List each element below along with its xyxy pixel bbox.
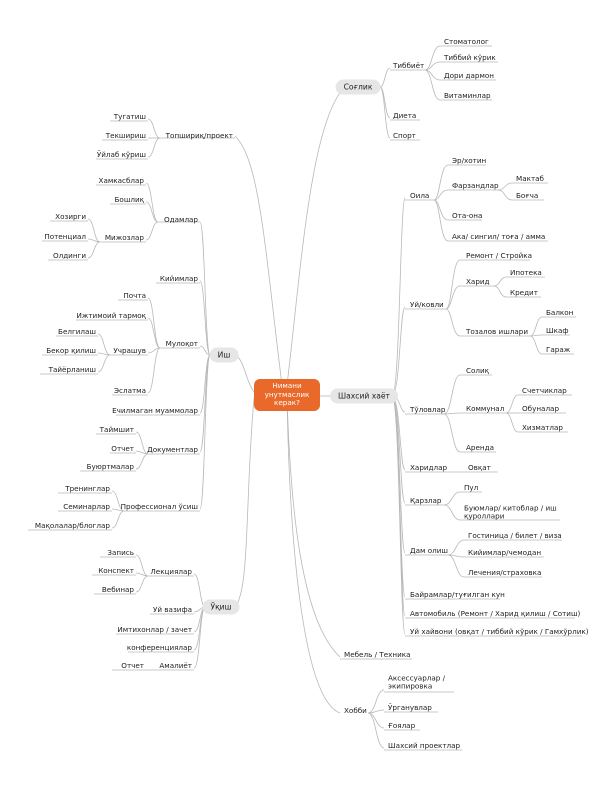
node-buyurtma[interactable]: Буюртмалар: [86, 461, 134, 471]
node-maqola[interactable]: Мақолалар/блоглар: [34, 520, 110, 530]
node-imtixon[interactable]: Имтихонлар / зачет: [117, 624, 192, 634]
node-urgashuvlar[interactable]: Ўрганувлар: [388, 702, 432, 712]
node-xamkasblar[interactable]: Хамкасблар: [98, 175, 144, 185]
node-bogcha[interactable]: Боғча: [516, 190, 539, 200]
node-belgilash[interactable]: Белгилаш: [58, 326, 96, 336]
node-odamlar[interactable]: Одамлар: [163, 214, 198, 224]
node-tekshirish[interactable]: Текшириш: [105, 130, 146, 140]
node-kiyim[interactable]: Кийимлар/чемодан: [468, 547, 542, 557]
node-aksessuar[interactable]: Аксессуарлар / экипировка: [388, 673, 446, 691]
link-center-mebel: [286, 394, 341, 658]
node-garaj[interactable]: Гараж: [546, 344, 571, 354]
node-dokument[interactable]: Документлар: [147, 444, 198, 454]
node-otaona[interactable]: Ота-она: [452, 210, 483, 220]
node-professional[interactable]: Профессионал ўсиш: [120, 501, 198, 511]
node-bayram[interactable]: Байрамлар/туғилган кун: [410, 589, 505, 599]
node-balkon[interactable]: Балкон: [546, 307, 574, 317]
node-mijozlar[interactable]: Мижозлар: [104, 232, 144, 242]
node-arenda[interactable]: Аренда: [466, 442, 494, 452]
node-potentsial[interactable]: Потенциал: [44, 231, 86, 241]
node-pul[interactable]: Пул: [464, 482, 479, 492]
node-erxotin[interactable]: Эр/хотин: [452, 155, 487, 165]
node-aka[interactable]: Ака/ сингил/ тоға / амма: [452, 231, 546, 241]
node-xaridlar[interactable]: Харидлар: [410, 462, 448, 472]
node-eslatma[interactable]: Эслатма: [114, 385, 146, 395]
node-sport[interactable]: Спорт: [393, 130, 416, 140]
branch-shaxsiy[interactable]: Шахсий хаёт: [330, 388, 398, 404]
link-center-uqish: [234, 397, 255, 608]
link-center-topshiriq: [234, 135, 283, 386]
node-remont[interactable]: Ремонт / Стройка: [466, 250, 533, 260]
node-kiyimlar2[interactable]: Кийимлар: [159, 273, 198, 283]
node-xozirgi[interactable]: Хозирги: [55, 211, 86, 221]
node-otchet[interactable]: Отчет: [111, 443, 134, 453]
node-qarzlar[interactable]: Қарзлар: [410, 495, 442, 505]
node-boshliq[interactable]: Бошлиқ: [114, 194, 144, 204]
node-pochta[interactable]: Почта: [123, 290, 146, 300]
node-obunalar[interactable]: Обуналар: [522, 403, 560, 413]
node-stomatolog[interactable]: Стоматолог: [444, 36, 489, 46]
node-schetchik[interactable]: Счетчиклар: [522, 385, 567, 395]
branch-mebel[interactable]: Мебель / Техника: [344, 649, 411, 659]
branch-soglik[interactable]: Соғлик: [335, 79, 381, 95]
node-uchrashuv[interactable]: Учрашув: [113, 345, 146, 355]
node-xizmat[interactable]: Хизматлар: [522, 422, 563, 432]
node-bekor[interactable]: Бекор қилиш: [46, 345, 96, 355]
node-tayyorlanish[interactable]: Тайёрланиш: [48, 364, 96, 374]
link-center-ish: [234, 354, 255, 393]
node-oldingi[interactable]: Олдинги: [52, 250, 86, 260]
link-center-xobbi: [286, 397, 341, 714]
node-ijtimoiy[interactable]: Ижтимоий тармоқ: [76, 310, 146, 320]
node-konspekt[interactable]: Конспект: [98, 565, 134, 575]
node-treninglar[interactable]: Тренинглар: [65, 483, 110, 493]
node-uy-hayvon[interactable]: Уй хайвони (овқат / тиббий кўрик / Гамхў…: [410, 626, 589, 636]
central-topic[interactable]: Нимани унутмаслик керак?: [254, 379, 320, 411]
node-tulov[interactable]: Тўловлар: [410, 404, 446, 414]
node-maktab[interactable]: Мактаб: [516, 173, 544, 183]
node-soliq[interactable]: Солиқ: [466, 365, 490, 375]
node-avto[interactable]: Автомобиль (Ремонт / Харид қилиш / Сотиш…: [410, 608, 581, 618]
node-zapis[interactable]: Запись: [107, 547, 134, 557]
node-shaxsiy-proekt[interactable]: Шахсий проектлар: [388, 740, 461, 750]
node-buyum[interactable]: Буюмлар/ китоблар / иш қуроллари: [464, 503, 557, 521]
node-muloqot[interactable]: Мулоқот: [165, 338, 198, 348]
node-ovqat[interactable]: Овқат: [468, 462, 491, 472]
node-farzand[interactable]: Фарзандлар: [452, 180, 499, 190]
node-taymshit[interactable]: Таймшит: [99, 424, 134, 434]
node-dam[interactable]: Дам олиш: [410, 545, 448, 555]
branch-xobbi[interactable]: Хобби: [344, 705, 367, 715]
node-gostinitsa[interactable]: Гостиница / билет / виза: [468, 530, 562, 540]
node-dori[interactable]: Дори дармон: [444, 70, 494, 80]
node-tozalov[interactable]: Тозалов ишлари: [466, 326, 529, 336]
link-center-soglik: [286, 86, 346, 386]
branch-ish[interactable]: Иш: [209, 347, 239, 363]
node-oila[interactable]: Оила: [410, 190, 430, 200]
node-kredit[interactable]: Кредит: [510, 287, 538, 297]
node-tibbiyot[interactable]: Тиббиёт: [393, 60, 425, 70]
node-shkaf[interactable]: Шкаф: [546, 325, 569, 335]
node-goyalar[interactable]: Ғоялар: [388, 720, 416, 730]
node-xarid[interactable]: Харид: [466, 276, 490, 286]
node-amaliyot[interactable]: Амалиёт: [159, 660, 192, 670]
node-lechenie[interactable]: Лечения/страховка: [468, 567, 542, 577]
node-lektsiya[interactable]: Лекциялар: [150, 566, 192, 576]
node-konferentsiya[interactable]: конференциялар: [126, 642, 192, 652]
node-uy-vazifa[interactable]: Уй вазифа: [152, 604, 192, 614]
node-seminarlar[interactable]: Семинарлар: [63, 501, 110, 511]
node-echilmagan[interactable]: Ечилмаган муаммолар: [112, 405, 198, 415]
node-uykovli[interactable]: Уй/ковли: [410, 299, 444, 309]
node-tibbiy-korik[interactable]: Тиббий кўрик: [444, 52, 496, 62]
branch-uqish[interactable]: Ўқиш: [202, 599, 240, 615]
node-vebinar[interactable]: Вебинар: [101, 584, 134, 594]
node-topshiriq[interactable]: Топшириқ/проект: [165, 130, 233, 140]
node-otchet2[interactable]: Отчет: [121, 660, 144, 670]
node-dieta[interactable]: Диета: [393, 110, 417, 120]
node-ipoteka[interactable]: Ипотека: [510, 267, 542, 277]
node-kommunal[interactable]: Коммунал: [466, 403, 505, 413]
node-tugatish[interactable]: Тугатиш: [113, 111, 146, 121]
node-uylab[interactable]: Ўйлаб кўриш: [96, 149, 146, 159]
node-vitamin[interactable]: Витаминлар: [444, 90, 491, 100]
